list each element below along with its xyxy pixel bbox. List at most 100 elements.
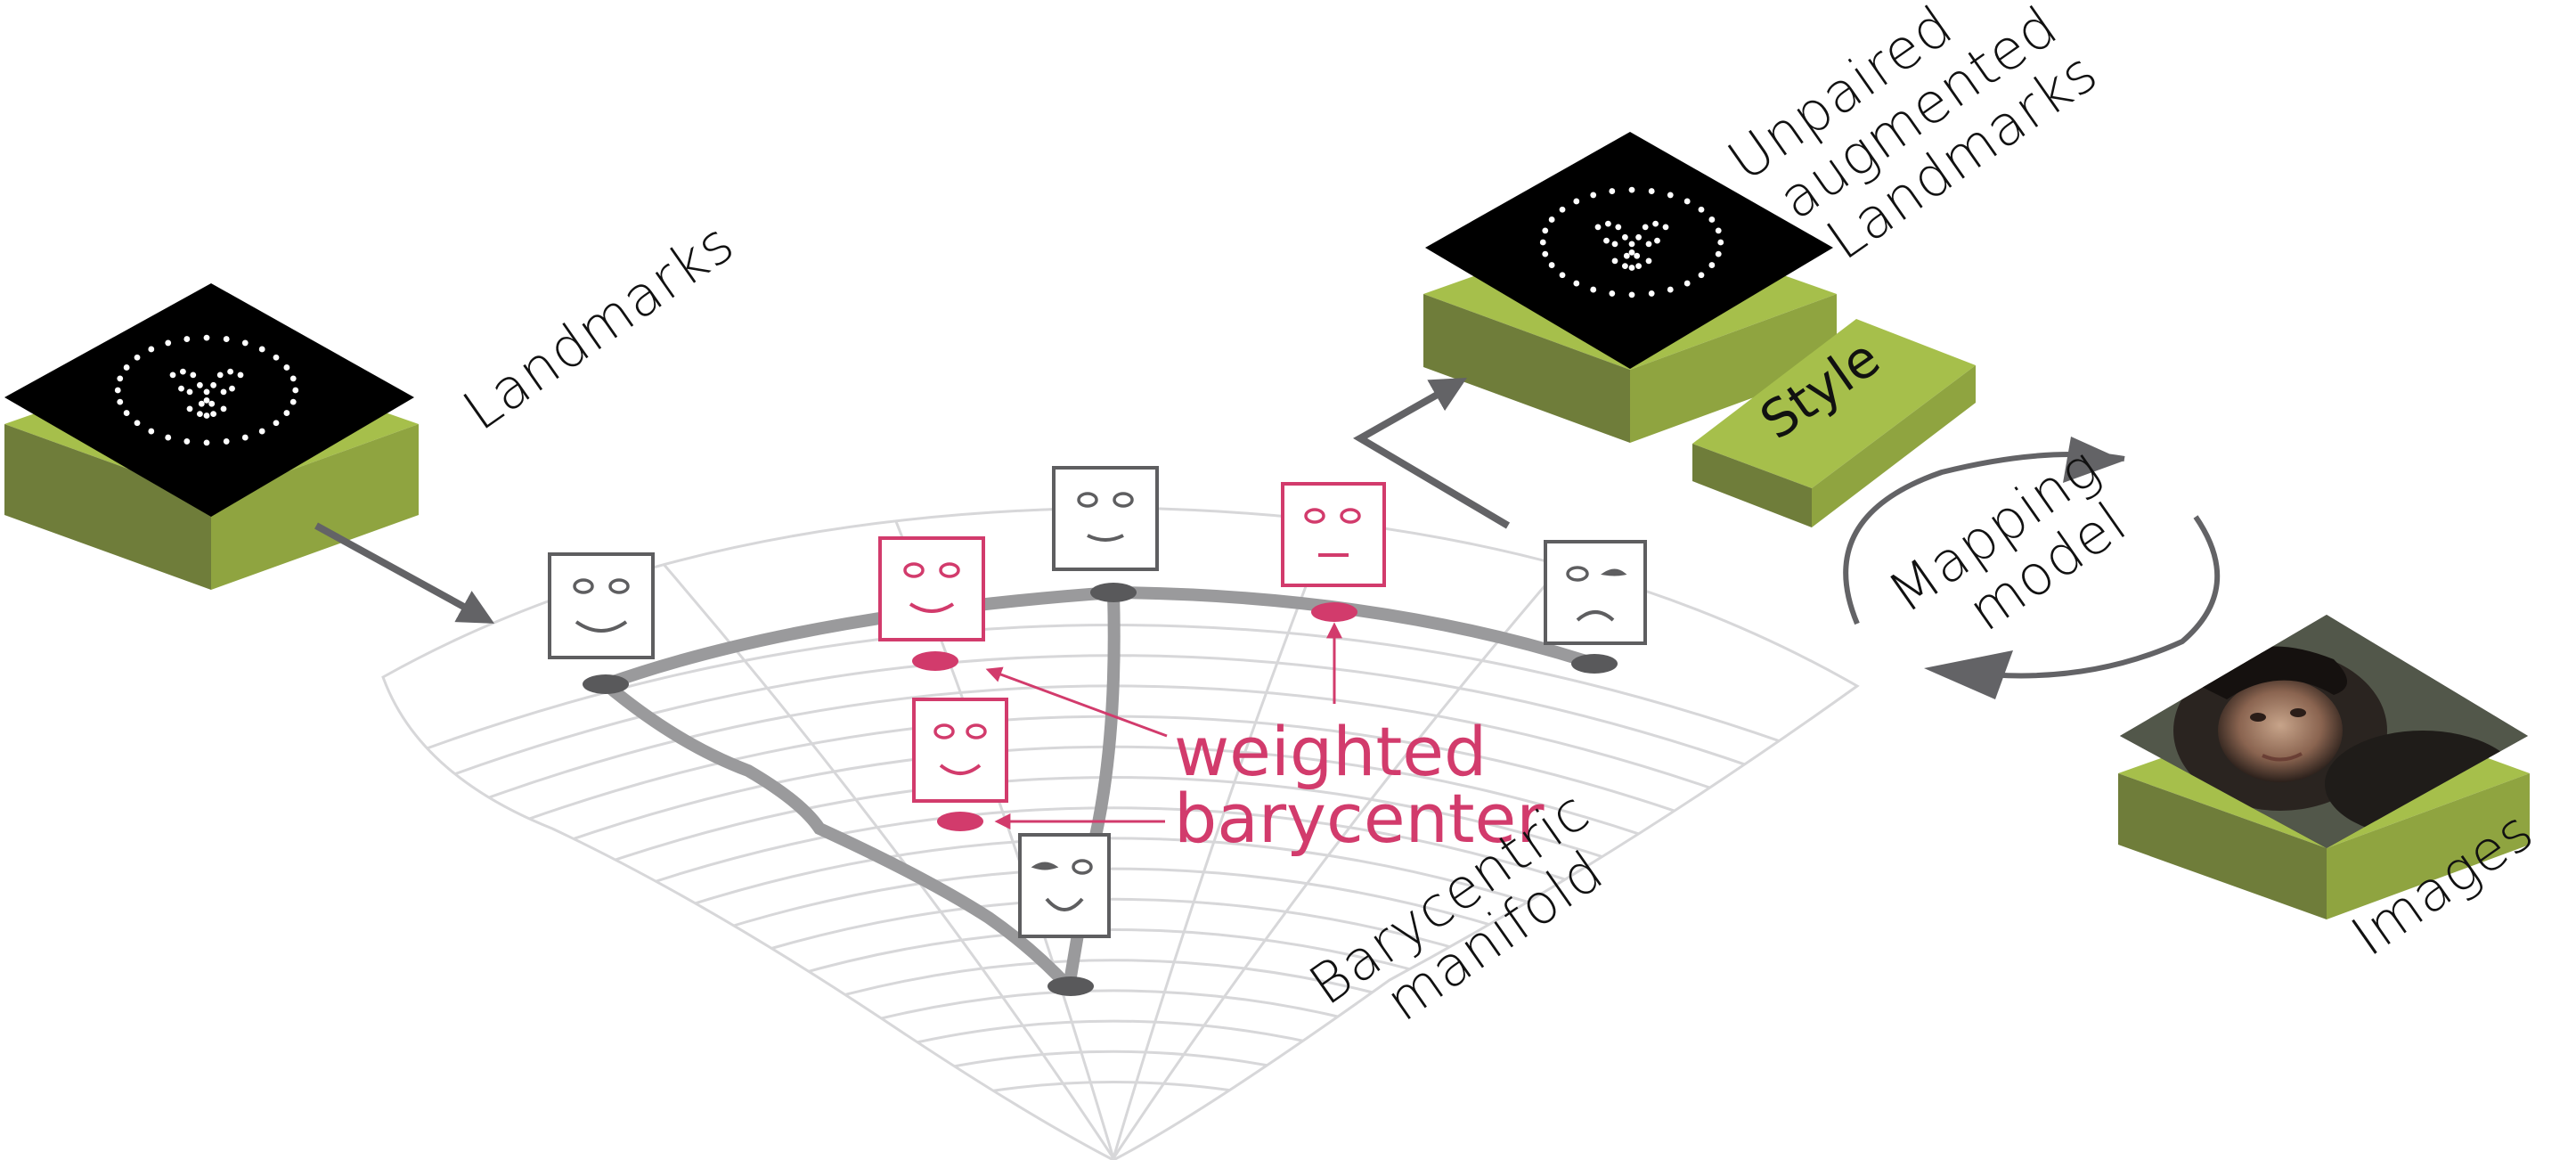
landmark-dot: [1622, 233, 1628, 241]
landmark-dot: [1635, 263, 1642, 269]
manifold-nodes: [583, 583, 1618, 996]
landmark-dot: [1548, 216, 1555, 223]
landmark-dot: [241, 339, 249, 347]
landmark-dot: [203, 334, 210, 341]
landmark-dot: [1611, 241, 1618, 248]
landmark-dot: [1548, 262, 1555, 268]
landmark-dot: [1708, 216, 1716, 223]
landmark-dot: [1590, 192, 1597, 199]
grid-meridian: [613, 508, 1115, 1159]
face-wink-icon: [1018, 833, 1111, 938]
barycenter-annotation-arrows: [985, 622, 1342, 829]
face-smile-highlighted-icon: [878, 536, 985, 641]
landmark-dot: [123, 364, 130, 371]
landmark-dot: [289, 375, 297, 382]
landmark-dot: [123, 410, 130, 416]
face-icons: [548, 466, 1647, 938]
barycenter-node-3: [1311, 602, 1357, 622]
landmarks-label-text: Landmarks: [452, 209, 746, 443]
landmark-dot: [165, 339, 172, 347]
landmark-dot: [1559, 206, 1566, 213]
landmark-dot: [1609, 290, 1616, 297]
landmark-dot: [208, 400, 216, 407]
landmark-dot: [1645, 257, 1652, 265]
landmark-dot: [223, 438, 230, 445]
landmark-dot: [1628, 265, 1635, 271]
landmark-dot: [1634, 252, 1641, 259]
landmark-dot: [1652, 220, 1659, 227]
landmark-dot: [216, 372, 224, 379]
landmark-dot: [1609, 188, 1616, 194]
landmark-dot: [183, 438, 191, 445]
landmark-dot: [1662, 224, 1669, 231]
landmark-dot: [180, 368, 186, 375]
landmark-dot: [183, 336, 191, 342]
landmark-dot: [1715, 227, 1722, 234]
landmark-dot: [1683, 280, 1691, 287]
grid-meridian: [1112, 508, 1614, 1159]
landmark-dot: [1628, 249, 1635, 256]
barycenter-label: barycenter: [1174, 779, 1545, 858]
landmark-dot: [292, 387, 299, 394]
landmarks-label: Landmarks: [452, 209, 746, 443]
landmark-dot: [220, 405, 227, 413]
landmark-dot: [289, 398, 297, 405]
landmark-dot: [1708, 262, 1716, 268]
node-top: [1090, 583, 1137, 602]
landmark-dot: [223, 336, 230, 342]
landmark-dot: [203, 413, 210, 419]
landmark-dots-icon: [1539, 186, 1724, 298]
barycenter-node-1: [912, 651, 958, 671]
landmark-dot: [198, 400, 205, 407]
landmarks-platform: [4, 283, 419, 590]
unpaired-landmark-panel: [1425, 132, 1833, 369]
landmark-dot: [197, 411, 203, 417]
landmark-dot: [210, 411, 217, 417]
landmark-dot: [148, 346, 155, 353]
node-left: [583, 674, 629, 694]
landmark-dot: [190, 372, 197, 379]
landmark-dot: [203, 439, 210, 446]
landmark-dot: [178, 385, 184, 392]
landmark-dot: [1573, 198, 1580, 205]
landmark-dot: [1628, 241, 1635, 248]
landmark-dot: [1611, 257, 1618, 265]
landmark-dot: [148, 428, 155, 435]
landmark-dot: [1654, 237, 1660, 244]
cycle-arrowhead-top: [2063, 437, 2124, 483]
landmark-dot: [1698, 272, 1705, 279]
landmark-dot: [1573, 280, 1580, 287]
landmarks-arrow: [314, 522, 495, 624]
landmark-dot: [169, 372, 176, 379]
face-smile-icon: [1052, 466, 1159, 571]
landmark-dot: [229, 385, 235, 392]
landmark-dot: [241, 434, 249, 441]
landmark-dot: [1667, 286, 1674, 293]
landmark-dot: [1648, 290, 1655, 297]
landmark-dot: [1615, 224, 1622, 231]
landmark-dot: [203, 397, 210, 404]
landmark-dot: [1642, 224, 1649, 231]
landmark-dot: [197, 381, 203, 388]
landmark-dot: [114, 387, 121, 394]
landmark-dot: [1623, 252, 1630, 259]
landmark-dot: [1628, 186, 1635, 193]
landmark-dot: [227, 368, 233, 375]
landmark-dot: [1645, 241, 1652, 248]
face-smile-icon: [548, 552, 655, 659]
landmark-dot: [1715, 250, 1722, 257]
landmark-dot: [1717, 239, 1724, 246]
landmark-dot: [1542, 250, 1549, 257]
mapping-model-cycle: [1843, 437, 2221, 699]
grid-arc: [418, 776, 1809, 939]
barycenter-node-2: [937, 812, 983, 831]
landmark-dot: [117, 398, 124, 405]
landmark-dot: [1539, 239, 1546, 246]
landmark-dot: [1698, 206, 1705, 213]
landmark-dot: [117, 375, 124, 382]
landmark-dot: [210, 381, 217, 388]
mapping-model-label: Mapping model: [1877, 434, 2139, 643]
weighted-label: weighted: [1174, 712, 1487, 791]
landmark-dot: [1542, 227, 1549, 234]
